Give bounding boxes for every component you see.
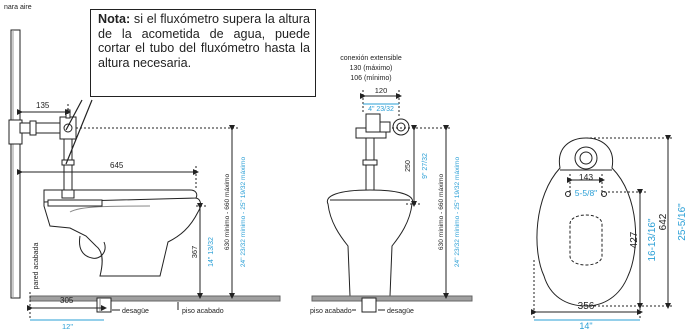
- drain-right: [361, 297, 377, 313]
- front-view: [311, 90, 473, 313]
- piso-acabado-left-label: piso acabado: [182, 308, 224, 315]
- desague-right-label: desagüe: [387, 308, 414, 315]
- dim-367: 367: [190, 246, 199, 259]
- conexion-title: conexión extensible: [340, 55, 402, 62]
- pared-acabada-label: pared acabada: [33, 243, 40, 290]
- side-view: [8, 29, 281, 321]
- dim-135: 135: [36, 101, 50, 110]
- flushometer-valve: [59, 116, 77, 140]
- dim-305: 305: [60, 296, 74, 305]
- dim-630-660-in: 24" 23/32 mínimo - 25" 19/32 máximo: [240, 157, 247, 268]
- dim-12-in: 12": [62, 322, 73, 331]
- dim-front-630-660-in: 24" 23/32 mínimo - 25" 19/32 máximo: [454, 157, 461, 268]
- dim-645: 645: [110, 161, 124, 170]
- supply-stop-front: [392, 118, 410, 136]
- piso-acabado-right-label: piso acabado: [310, 308, 352, 315]
- dim-427-in: 16-13/16": [647, 218, 658, 261]
- dim-250-in: 9" 27/32: [422, 153, 429, 179]
- floor-left: [29, 295, 281, 302]
- conexion-max: 130 (máximo): [350, 65, 393, 72]
- dim-front-630-660: 630 mínimo - 660 máximo: [438, 174, 445, 251]
- desague-left-label: desagüe: [122, 308, 149, 315]
- dim-427: 427: [629, 231, 640, 248]
- drain-left: [96, 297, 112, 313]
- para-aire-label: nara aire: [4, 4, 32, 11]
- dim-642-in: 25-5/16": [677, 203, 688, 241]
- dim-630-660: 630 mínimo - 660 máximo: [224, 174, 231, 251]
- spud-top: [574, 146, 598, 170]
- dim-143-in: 5-5/8": [575, 188, 597, 198]
- dim-120: 120: [375, 86, 388, 95]
- dim-367-in: 14" 13/32: [208, 237, 215, 267]
- note-label: Nota:: [98, 12, 131, 26]
- note-box: Nota: si el fluxómetro supera la altura …: [90, 9, 316, 97]
- dim-642: 642: [658, 213, 669, 230]
- supply-riser: [10, 29, 21, 299]
- conexion-min: 106 (mínimo): [350, 75, 391, 82]
- dim-250: 250: [405, 160, 412, 172]
- dim-356-in: 14": [579, 321, 592, 331]
- top-view: [531, 135, 674, 321]
- note-text: si el fluxómetro supera la altura de la …: [98, 12, 310, 71]
- dim-143: 143: [579, 172, 593, 182]
- supply-arm: [19, 122, 63, 134]
- dim-120-in: 4" 23/32: [368, 106, 394, 113]
- dim-356: 356: [578, 301, 595, 312]
- toilet-bowl-side: [43, 197, 202, 277]
- toilet-bowl-front: [326, 189, 414, 297]
- floor-right: [311, 295, 473, 302]
